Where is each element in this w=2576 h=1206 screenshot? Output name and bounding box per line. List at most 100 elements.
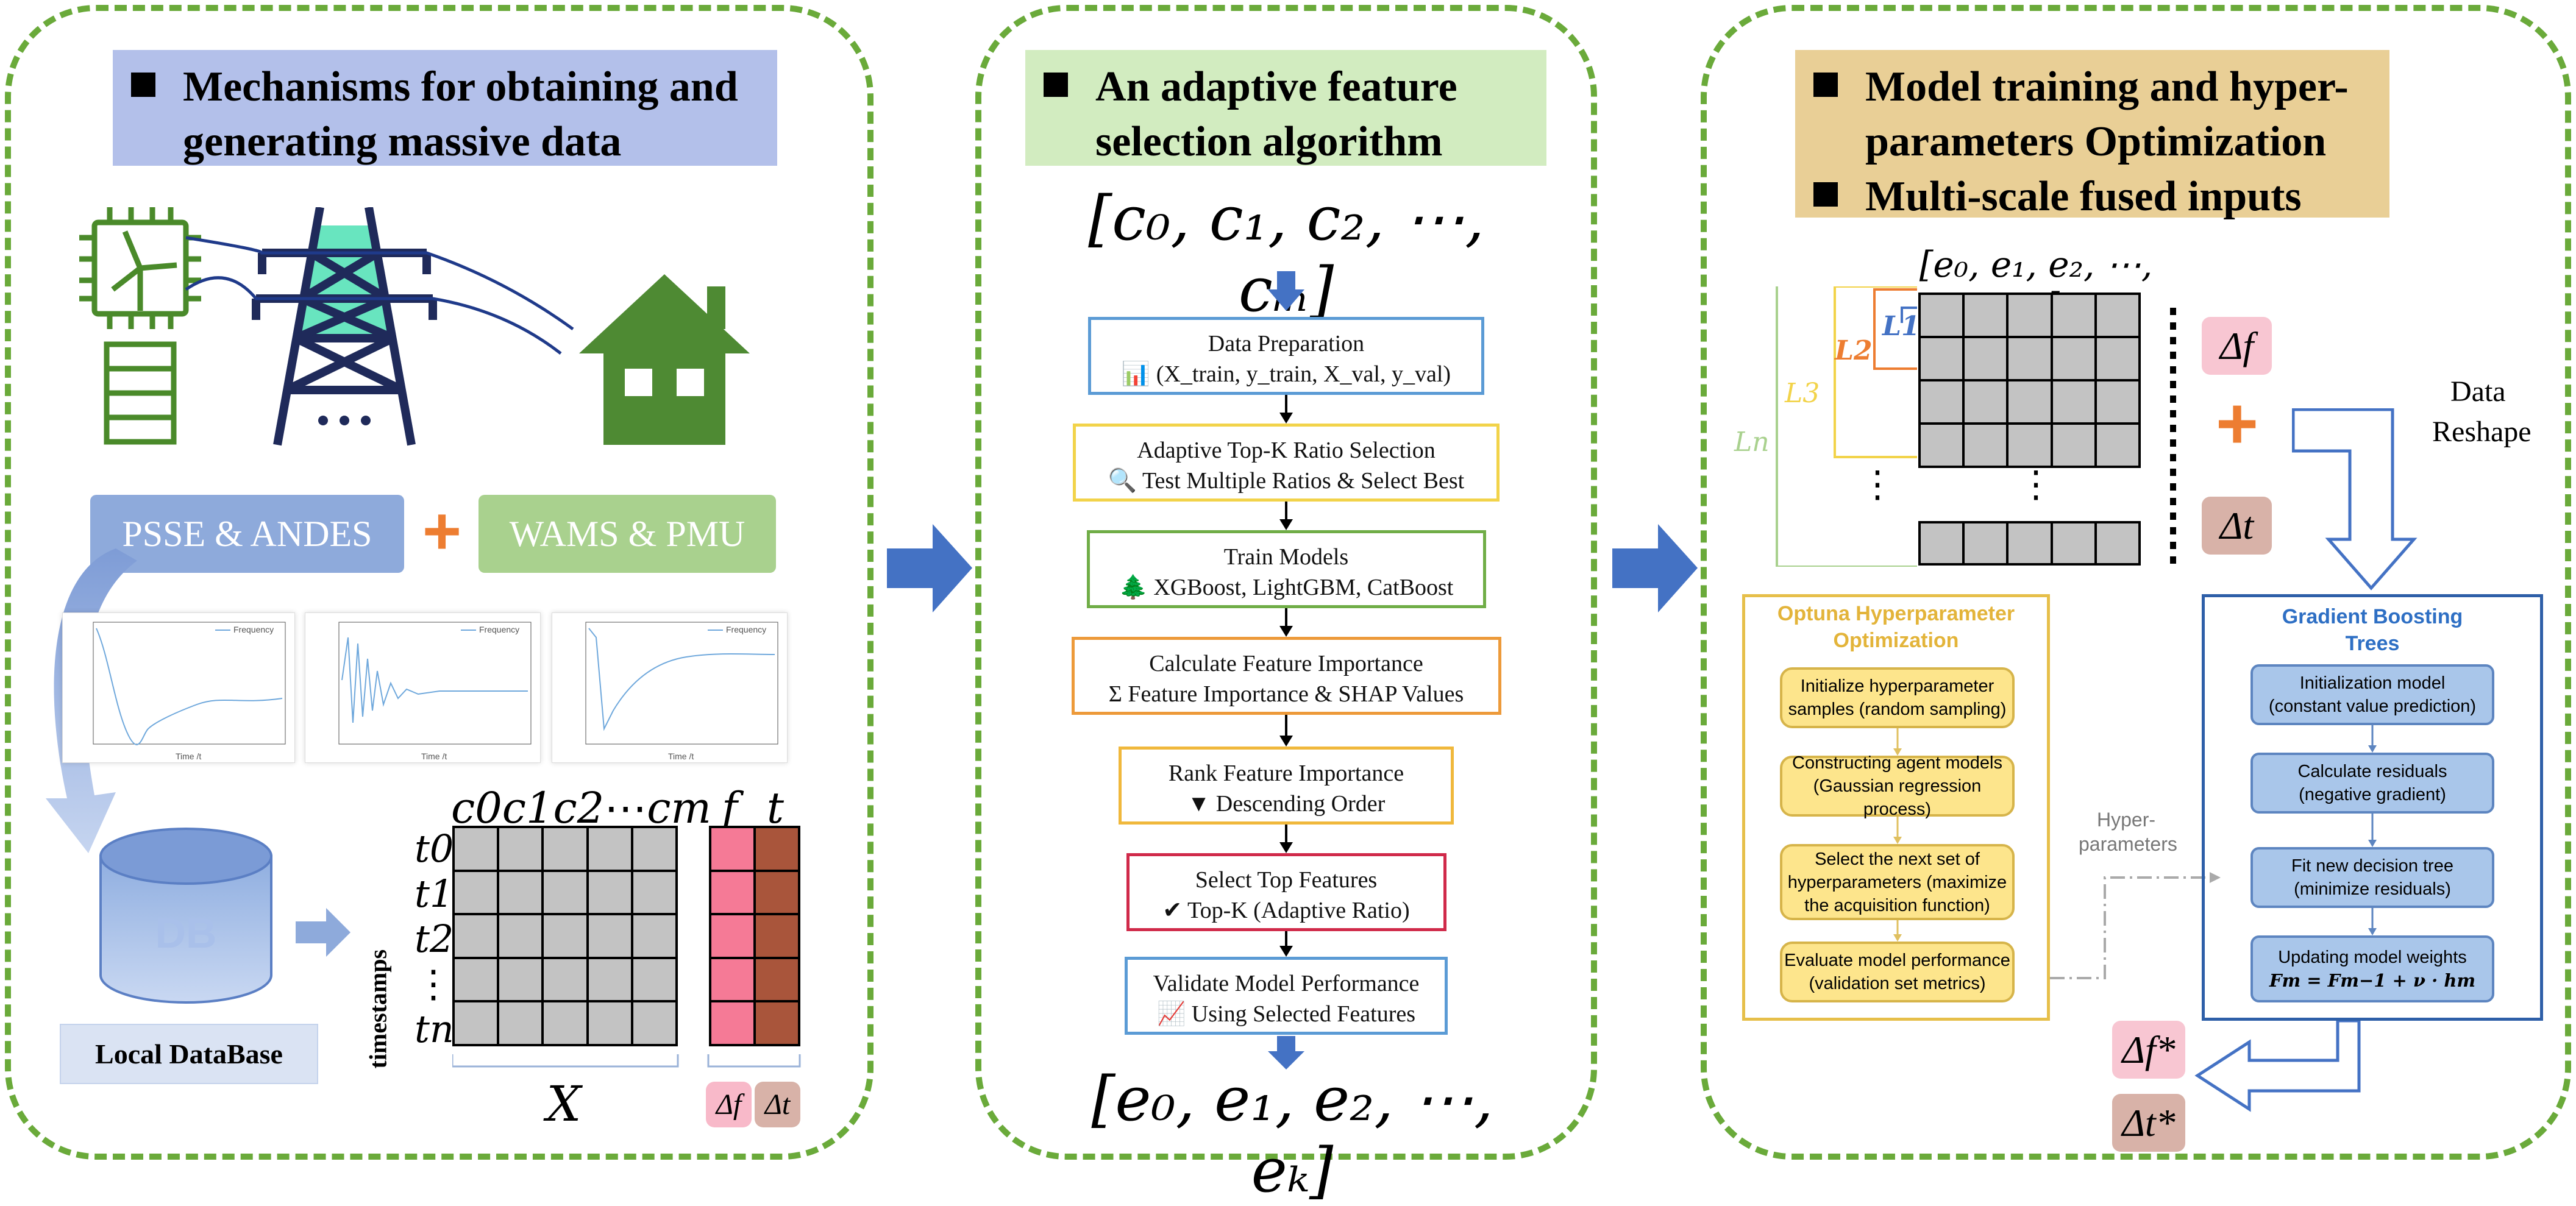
ellipsis-right: ⋮ [2018,464,2054,505]
svg-text:DB: DB [155,909,216,957]
flow-step-title: Train Models [1223,544,1349,570]
delta-f-label: Δf [706,1082,752,1127]
flow-step-detail: ✔ Top-K (Adaptive Ratio) [1162,898,1410,923]
flow-step-title: Data Preparation [1208,331,1365,356]
panel-feature-selection [975,5,1597,1160]
gbt-step-2: Calculate residuals(negative gradient) [2250,753,2494,814]
panel-model-training [1701,5,2571,1160]
flow-step-detail: ▼ Descending Order [1187,791,1386,817]
plus-icon: + [2215,383,2259,464]
flow-step-3: Train Models 🌲 XGBoost, LightGBM, CatBoos… [1086,530,1486,608]
flow-step-title: Calculate Feature Importance [1149,651,1423,676]
optuna-title: Optuna Hyperparameter Optimization [1777,602,2015,652]
scale-label-ln: Ln [1734,427,1770,458]
arrow-down-icon [2366,725,2379,753]
flow-step-detail: 📊 (X_train, y_train, X_val, y_val) [1121,361,1451,387]
hyperparameter-connector [2050,872,2221,979]
arrow-down-icon [1891,920,1904,942]
arrow-down-icon [1277,931,1295,957]
bullet-icon [1813,73,1838,97]
arrow-down-icon [1277,608,1295,637]
big-arrow-right-icon [1612,524,1698,612]
arrow-down-icon [2366,814,2379,847]
panel3-title: Model training and hyper- parameters Opt… [1795,50,2389,220]
flow-step-title: Select Top Features [1195,867,1378,893]
scale-label-l2: L2 [1835,335,1873,366]
arrow-down-icon [1891,728,1904,756]
arrow-down-icon [1277,502,1295,530]
local-database-label: Local DataBase [60,1024,318,1084]
delta-f-star-box: Δf* [2112,1021,2185,1079]
scale-brackets [1776,286,1917,567]
flow-step-5: Rank Feature Importance▼ Descending Orde… [1119,747,1454,825]
flow-step-detail: Σ Feature Importance & SHAP Values [1108,681,1464,707]
gbt-panel [2202,594,2543,1021]
output-feature-vector: [e₀, e₁, e₂, ⋯, eₖ] [1091,1063,1493,1206]
flow-step-4: Calculate Feature Importance Σ Feature Im… [1071,637,1501,715]
flow-step-title: Validate Model Performance [1153,971,1420,996]
big-arrow-right-icon [887,524,972,612]
panel1-title: Mechanisms for obtaining and generating … [113,50,777,166]
delta-t-box: Δt [2202,497,2272,555]
arrow-down-icon [1891,817,1904,844]
timestamps-label: timestamps [364,949,392,1069]
transmission-tower-icon [252,207,437,446]
delta-t-star-box: Δt* [2112,1094,2185,1152]
ellipsis-left: ⋮ [1859,464,1896,505]
source-measurement: WAMS & PMU [479,495,776,573]
matrix-bracket [452,1054,801,1068]
flow-step-detail: 📈 Using Selected Features [1156,1001,1416,1027]
delta-f-box: Δf [2202,317,2272,375]
bullet-icon [1044,73,1068,97]
arrow-down-icon [1268,271,1304,311]
data-reshape-label: Data Reshape [2432,375,2532,448]
flow-step-title: Adaptive Top-K Ratio Selection [1137,438,1436,463]
svg-text:Time /t: Time /t [668,751,694,761]
bullet-icon [131,73,155,97]
reshape-arrow-icon [2292,408,2418,591]
dotted-separator [2170,308,2176,564]
svg-text:Time /t: Time /t [176,751,201,761]
flow-step-2: Adaptive Top-K Ratio Selection 🔍 Test Mul… [1073,424,1500,502]
delta-t-label: Δt [755,1082,800,1127]
frequency-plot-3: Frequency Time /t [552,612,788,763]
panel-data-generation [5,5,873,1160]
multiscale-matrix [1918,293,2141,468]
output-arrow-icon [2194,1021,2361,1112]
optuna-step-2: Constructing agent models(Gaussian regre… [1780,753,2015,819]
arrow-down-icon [2366,908,2379,935]
power-grid-illustration [79,207,750,446]
house-icon [579,274,750,445]
flow-step-1: Data Preparation 📊 (X_train, y_train, X_v… [1088,317,1484,395]
flow-step-detail: 🌲 XGBoost, LightGBM, CatBoost [1119,575,1454,600]
panel2-title: An adaptive feature selection algorithm [1025,50,1546,166]
arrow-down-icon [1277,715,1295,747]
database-icon: DB [99,828,272,1004]
hyperparameters-label: Hyper- parameters [2079,809,2177,855]
plus-icon: + [422,494,462,569]
bullet-icon [1813,182,1838,207]
x-matrix-label: X [546,1076,582,1132]
svg-text:Time /t: Time /t [421,751,447,761]
gbt-title: Gradient Boosting Trees [2282,605,2463,655]
multiscale-matrix-last-row [1918,521,2141,566]
scale-label-l3: L3 [1785,378,1820,409]
feature-matrix [452,826,678,1046]
flow-step-7: Validate Model Performance 📈 Using Select… [1125,957,1448,1035]
flow-step-6: Select Top Features ✔ Top-K (Adaptive Rat… [1126,853,1446,931]
optuna-step-4: Evaluate model performance(validation se… [1780,942,2015,1002]
frequency-plot-1: Frequency Time /t [62,612,295,763]
source-simulation: PSSE & ANDES [90,495,404,573]
battery-icon [104,341,177,445]
gbt-step-3: Fit new decision tree(minimize residuals… [2250,847,2494,908]
arrow-down-icon [1268,1036,1304,1069]
arrow-down-icon [1277,825,1295,853]
scale-label-l1: L1 [1882,311,1920,342]
frequency-plot-2: Frequency Time /t [305,612,541,763]
flow-step-detail: 🔍 Test Multiple Ratios & Select Best [1108,468,1465,494]
